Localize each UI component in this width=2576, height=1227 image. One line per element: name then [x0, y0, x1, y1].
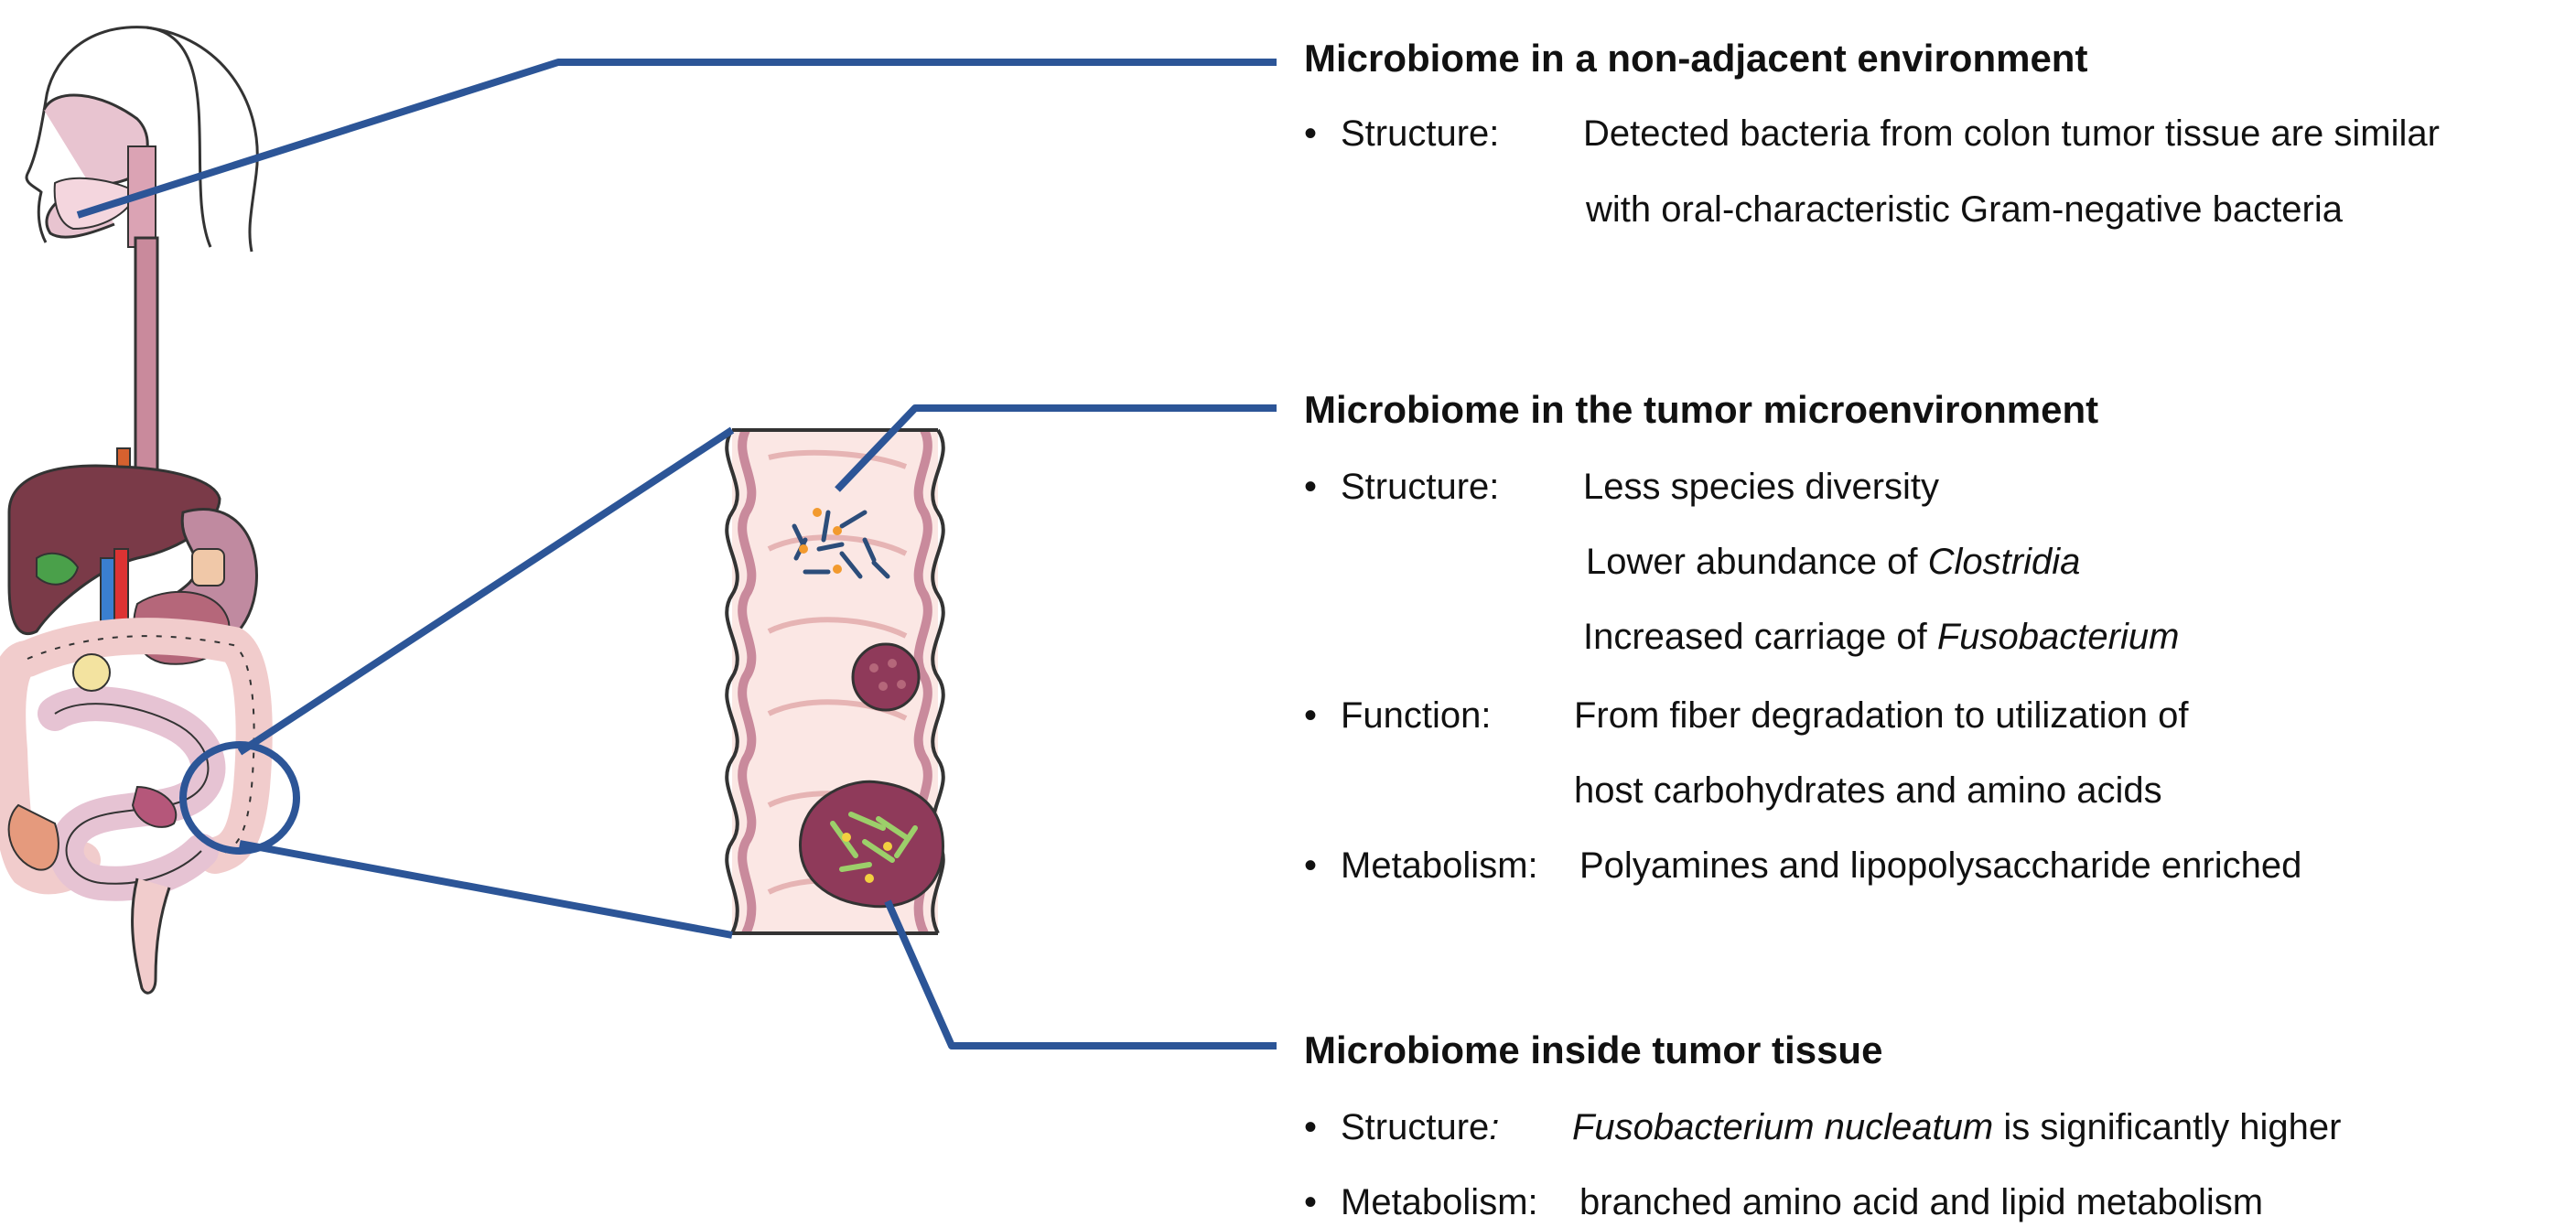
connector-lumen: [835, 404, 1277, 492]
label-structure: Structure:: [1341, 1105, 1499, 1149]
label-metabolism: Metabolism:: [1341, 845, 1538, 886]
intestines-icon: [0, 618, 273, 995]
italic-taxon: Clostridia: [1927, 542, 2081, 582]
text: is significantly higher: [1993, 1107, 2342, 1147]
label-metabolism: Metabolism:: [1341, 1182, 1538, 1222]
italic-taxon: Fusobacterium: [1936, 617, 2180, 657]
label-structure: Structure:: [1341, 113, 1500, 154]
italic-colon: :: [1489, 1107, 1500, 1147]
text: Lower abundance of: [1586, 542, 1928, 582]
large-tumor-icon: [799, 780, 944, 909]
small-tumor-icon: [851, 642, 921, 712]
heading-inside-tumor: Microbiome inside tumor tissue: [1304, 1028, 1883, 1071]
value-metabolism-line1: branched amino acid and lipid metabolism: [1579, 1182, 2264, 1222]
label-function: Function:: [1341, 695, 1492, 736]
liver-stomach-icon: [7, 464, 258, 665]
bullet: •: [1304, 845, 1318, 886]
text: Structure: [1341, 1107, 1490, 1147]
zoom-line-bottom: [239, 840, 733, 939]
value-structure-line2: Lower abundance of Clostridia: [1586, 540, 2080, 584]
value-structure-line2: with oral-characteristic Gram-negative b…: [1586, 189, 2343, 230]
zoom-circle: [179, 741, 300, 855]
value-structure-line1: Less species diversity: [1583, 467, 1940, 507]
esophagus-icon: [116, 236, 159, 486]
connector-tumor: [884, 899, 1277, 1049]
head-icon: [25, 26, 259, 253]
heading-microenvironment: Microbiome in the tumor microenvironment: [1304, 388, 2099, 431]
value-structure-line1: Detected bacteria from colon tumor tissu…: [1583, 113, 2440, 154]
bacteria-cluster-icon: [792, 508, 890, 579]
value-structure-line3: Increased carriage of Fusobacterium: [1583, 615, 2179, 659]
heading-non-adjacent: Microbiome in a non-adjacent environment: [1304, 37, 2088, 80]
value-structure-line1: Fusobacterium nucleatum is significantly…: [1572, 1105, 2341, 1149]
connector-lines: [76, 59, 1277, 1049]
italic-taxon: Fusobacterium nucleatum: [1572, 1107, 1994, 1147]
bullet: •: [1304, 1107, 1318, 1147]
value-function-line2: host carbohydrates and amino acids: [1574, 770, 2162, 811]
zoom-line-top: [237, 426, 735, 756]
text: Increased carriage of: [1583, 617, 1937, 657]
bullet: •: [1304, 695, 1318, 736]
value-function-line1: From fiber degradation to utilization of: [1574, 695, 2189, 736]
bullet: •: [1304, 1182, 1318, 1222]
bullet: •: [1304, 113, 1318, 154]
value-metabolism-line1: Polyamines and lipopolysaccharide enrich…: [1579, 845, 2302, 886]
bullet: •: [1304, 467, 1318, 507]
connector-oral: [76, 59, 1277, 219]
label-structure: Structure:: [1341, 467, 1500, 507]
